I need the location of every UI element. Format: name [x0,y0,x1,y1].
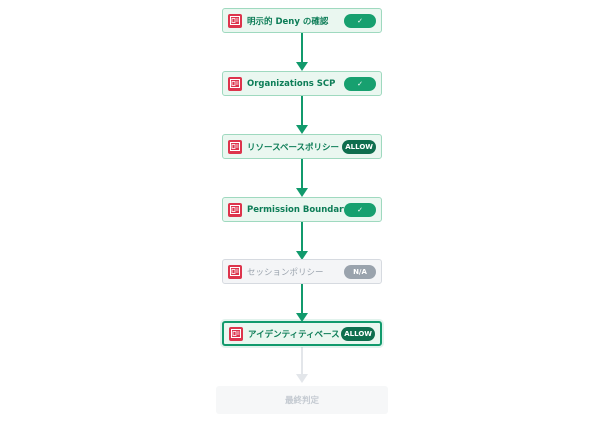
step-label: 明示的 Deny の確認 [247,16,329,27]
status-badge: ✓ [344,13,376,28]
status-badge: ALLOW [342,139,376,154]
iam-policy-icon [228,13,242,28]
iam-policy-icon [228,139,242,154]
step-label: アイデンティティベース [248,329,340,340]
final-decision: 最終判定 [216,386,388,414]
step-session-policy[interactable]: セッションポリシー N/A [222,259,382,284]
status-badge: ✓ [344,76,376,91]
status-badge: N/A [344,264,376,279]
iam-policy-icon [228,202,242,217]
flow-connector [296,284,308,322]
step-label: Organizations SCP [247,78,336,89]
step-permission-boundary[interactable]: Permission Boundary ✓ [222,197,382,222]
flow-connector [296,159,308,197]
status-badge: ALLOW [341,326,375,341]
flow-connector [296,222,308,260]
step-label: リソースベースポリシー [247,142,340,153]
status-badge: ✓ [344,202,376,217]
iam-policy-icon [229,326,243,341]
step-label: セッションポリシー [247,267,324,278]
step-resource-based-policy[interactable]: リソースベースポリシー ALLOW [222,134,382,159]
step-explicit-deny-check[interactable]: 明示的 Deny の確認 ✓ [222,8,382,33]
step-organizations-scp[interactable]: Organizations SCP ✓ [222,71,382,96]
step-label: Permission Boundary [247,204,344,215]
iam-policy-icon [228,76,242,91]
flow-connector-pending [296,347,308,383]
iam-policy-icon [228,264,242,279]
step-identity-based-policy[interactable]: アイデンティティベース ALLOW [222,321,382,346]
flow-connector [296,96,308,134]
flow-connector [296,33,308,71]
